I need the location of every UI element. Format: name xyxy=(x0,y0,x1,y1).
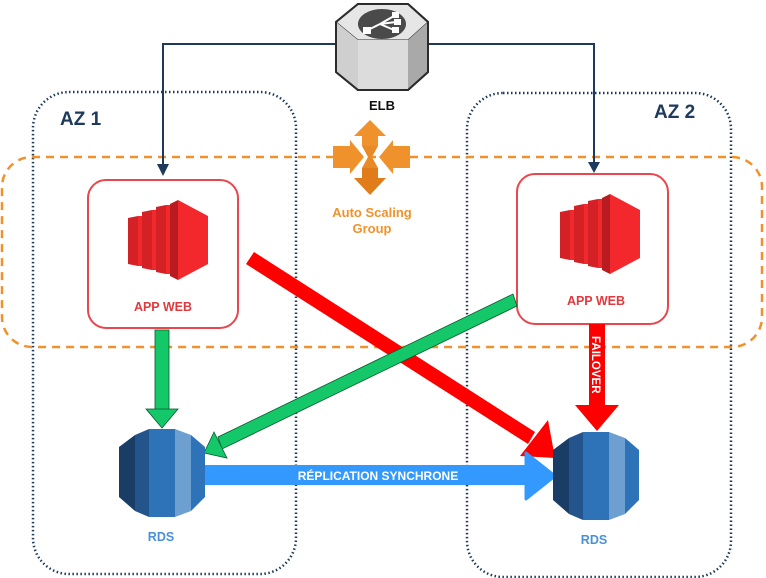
rds-2[interactable]: RDS xyxy=(553,432,639,547)
asg-label-line1: Auto Scaling xyxy=(332,205,412,220)
rds-icon xyxy=(119,429,205,517)
asg-label-line2: Group xyxy=(353,221,392,236)
elb-to-app1-connector xyxy=(162,43,345,172)
availability-zone-1 xyxy=(31,90,298,576)
failover-vertical-label: FAILOVER xyxy=(589,336,601,394)
app2-to-rds1-arrow xyxy=(203,293,518,459)
elb-label: ELB xyxy=(369,98,395,113)
rds-2-label: RDS xyxy=(581,533,607,547)
app1-to-rds1-arrow xyxy=(145,329,179,429)
app-web-1-label: APP WEB xyxy=(134,300,192,314)
elb-icon[interactable] xyxy=(335,3,429,91)
app-web-1[interactable]: APP WEB xyxy=(87,179,239,329)
availability-zone-2 xyxy=(465,91,733,578)
failover-vertical-arrow: FAILOVER xyxy=(575,324,619,431)
replication-label: RÉPLICATION SYNCHRONE xyxy=(298,468,458,483)
auto-scaling-icon xyxy=(333,120,410,195)
az2-label: AZ 2 xyxy=(654,102,695,123)
rds-1[interactable]: RDS xyxy=(119,429,205,544)
rds-icon xyxy=(553,432,639,520)
rds-1-label: RDS xyxy=(148,530,174,544)
elb-to-app2-arrowhead xyxy=(588,162,600,173)
replication-arrow: RÉPLICATION SYNCHRONE xyxy=(203,451,557,501)
az1-label: AZ 1 xyxy=(60,109,102,130)
elb-to-app2-connector xyxy=(418,43,595,168)
app-web-2-label: APP WEB xyxy=(567,294,625,308)
elb-to-app1-arrowhead xyxy=(157,164,169,176)
app-web-2[interactable]: APP WEB xyxy=(516,173,669,325)
